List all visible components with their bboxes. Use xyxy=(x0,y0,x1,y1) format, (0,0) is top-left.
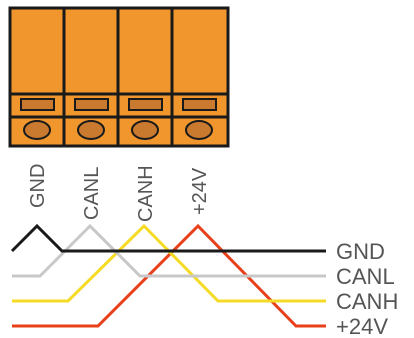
pin-4-terminal xyxy=(182,98,217,140)
wire-labels: GND CANL CANH +24V xyxy=(336,239,398,338)
pin-label-canh: CANH xyxy=(135,165,157,222)
pin-label-canl: CANL xyxy=(81,167,103,220)
pin-2-terminal xyxy=(74,98,109,140)
pin-2-slot xyxy=(74,98,109,111)
pin-4-screw xyxy=(185,120,213,140)
pin-3-slot xyxy=(128,98,163,111)
pin-3-terminal xyxy=(128,98,163,140)
wire-label-24v: +24V xyxy=(336,314,388,338)
pin-1-terminal xyxy=(20,98,55,140)
wire-label-gnd: GND xyxy=(336,239,385,264)
terminal-connector xyxy=(8,6,230,148)
pin-4-slot xyxy=(182,98,217,111)
pin-3-screw xyxy=(131,120,159,140)
pin-1-screw xyxy=(23,120,51,140)
wire-canl xyxy=(12,223,326,278)
wire-gnd xyxy=(10,223,326,253)
pin-1-slot xyxy=(20,98,55,111)
pin-labels: GND CANL CANH +24V xyxy=(27,164,211,222)
wire-canh xyxy=(12,223,326,303)
wires xyxy=(10,223,326,328)
pin-label-gnd: GND xyxy=(27,164,49,208)
wire-label-canh: CANH xyxy=(336,289,398,314)
pin-2-screw xyxy=(77,120,105,140)
pin-label-24v: +24V xyxy=(189,167,211,215)
wire-24v xyxy=(12,223,326,328)
wire-label-canl: CANL xyxy=(336,264,395,289)
